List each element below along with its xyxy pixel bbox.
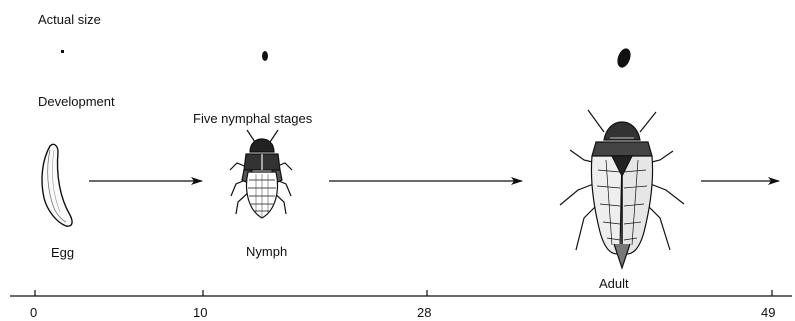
adult-drawing (560, 110, 684, 268)
adult-actual-size-dot (615, 47, 633, 70)
timeline (10, 290, 792, 296)
egg-drawing (42, 144, 72, 226)
egg-actual-size-dot (61, 50, 64, 53)
nymph-drawing (230, 130, 292, 218)
nymph-actual-size-dot (262, 51, 268, 61)
